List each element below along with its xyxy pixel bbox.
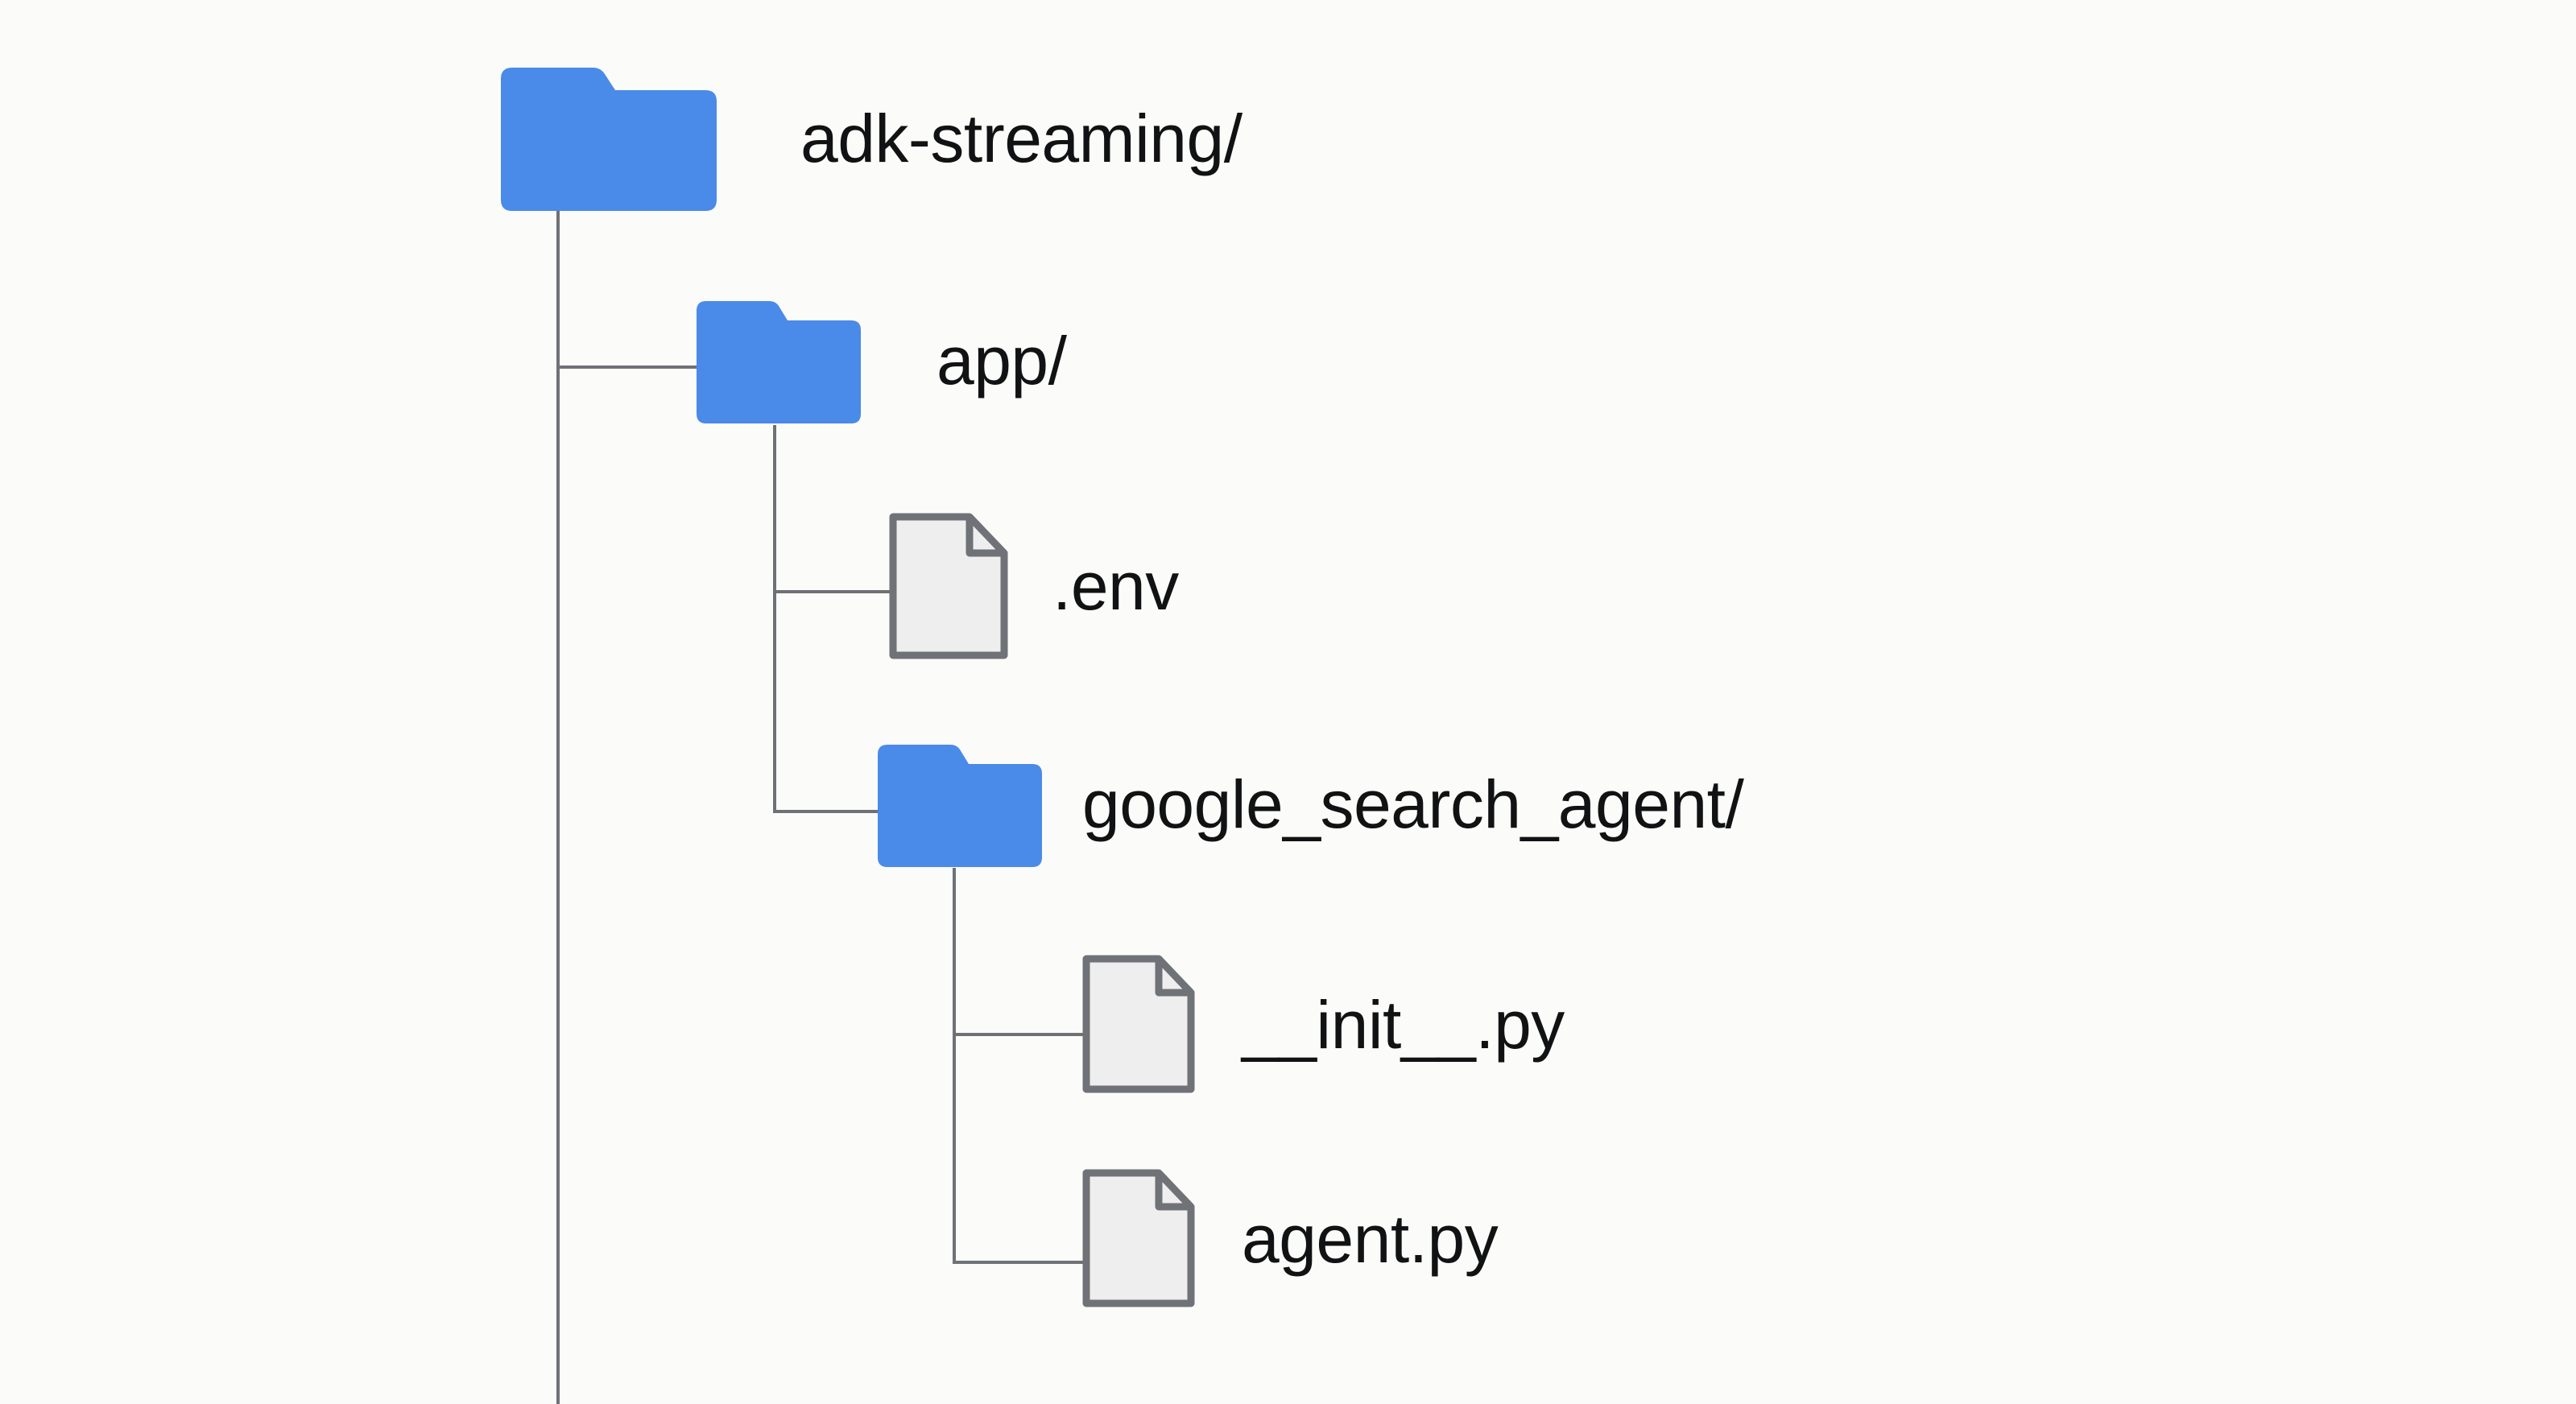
folder-icon (695, 299, 861, 425)
connector-gsa-to-agent-py (953, 1261, 1083, 1264)
file-icon (889, 513, 1008, 659)
file-icon (1082, 955, 1195, 1093)
connector-trunk-app (773, 425, 776, 813)
tree-node-label: __init__.py (1242, 987, 1565, 1063)
tree-node-label: app/ (937, 323, 1067, 398)
file-icon (1082, 1169, 1195, 1307)
folder-icon (876, 743, 1042, 869)
connector-gsa-to-init-py (953, 1033, 1083, 1036)
connector-root-to-app (556, 365, 703, 369)
connector-trunk-root (556, 211, 560, 1404)
connector-trunk-google-search-agent (953, 868, 956, 1264)
tree-node-label: google_search_agent/ (1082, 766, 1744, 842)
folder-icon (490, 66, 717, 213)
tree-node-label: agent.py (1242, 1201, 1499, 1277)
tree-node-label: adk-streaming/ (800, 101, 1243, 176)
connector-app-to-env (773, 590, 895, 593)
connector-app-to-google-search-agent (773, 810, 883, 813)
tree-node-label: .env (1052, 548, 1179, 624)
